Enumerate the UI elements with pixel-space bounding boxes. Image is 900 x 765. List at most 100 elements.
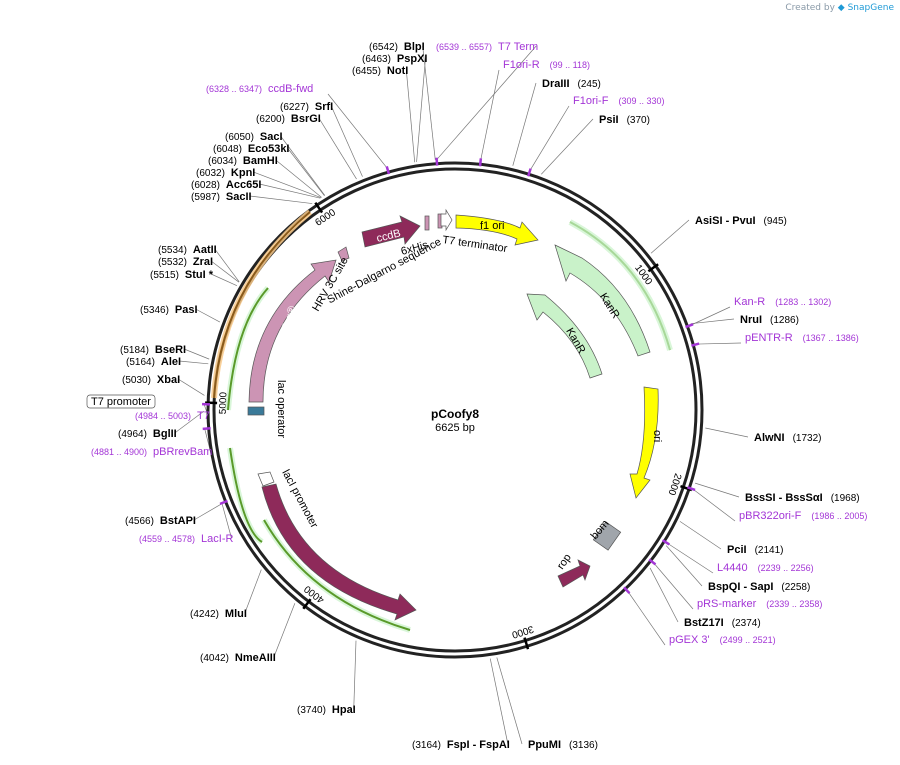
enzyme-site-l-11[interactable]: (5532)ZraI [158,256,213,268]
feature-kanr[interactable] [554,244,651,357]
enzyme-label[interactable]: (6048)Eco53kI [213,143,290,155]
enzyme-site-r-1[interactable]: NruI(1286) [740,314,799,326]
enzyme-label[interactable]: (5532)ZraI [158,256,213,268]
enzyme-site-l-7[interactable]: (5164)AleI [126,356,181,368]
enzyme-site-r-3[interactable]: BssSI - BssSαI(1968) [745,492,860,504]
enzyme-label[interactable]: (5515)StuI * [150,269,214,281]
enzyme-label[interactable]: (6034)BamHI [208,155,278,167]
primer-site-11[interactable]: (4984 .. 5003)T7 [135,410,210,422]
primer-site-0[interactable]: (6539 .. 6557)T7 Term [436,41,538,53]
enzyme-label[interactable]: (6032)KpnI [196,167,255,179]
enzyme-site-r-0[interactable]: AsiSI - PvuI(945) [695,215,787,227]
enzyme-site-l-4[interactable]: (4566)BstAPI [125,515,196,527]
enzyme-site-l-6[interactable]: (5030)XbaI [122,374,180,386]
feature-hrv-3c-site[interactable] [337,246,350,262]
primer-label[interactable]: pGEX 3'(2499 .. 2521) [669,634,776,646]
primer-site-5[interactable]: pBR322ori-F(1986 .. 2005) [739,510,867,522]
enzyme-label[interactable]: (6200)BsrGI [256,113,321,125]
primer-label[interactable]: (4881 .. 4900)pBRrevBam [91,446,212,458]
enzyme-site-l-10[interactable]: (5515)StuI * [150,269,214,281]
enzyme-site-r-5[interactable]: BspQI - SapI(2258) [708,581,810,593]
primer-label[interactable]: L4440(2239 .. 2256) [717,562,814,574]
enzyme-label[interactable]: (3164)FspI - FspAI [412,739,510,751]
feature-ori[interactable] [629,386,659,499]
feature-f1-ori[interactable] [455,214,539,246]
enzyme-site-r-9[interactable]: PsiI(370) [599,114,650,126]
primer-label[interactable]: F1ori-R(99 .. 118) [503,59,590,71]
enzyme-site-l-22[interactable]: (6463)PspXI [362,53,427,65]
enzyme-site-l-8[interactable]: (5184)BseRI [120,344,186,356]
feature-shine-dalgarno[interactable] [424,215,430,231]
primer-site-4[interactable]: pENTR-R(1367 .. 1386) [745,332,859,344]
primer-label[interactable]: (6539 .. 6557)T7 Term [436,41,538,53]
primer-site-6[interactable]: L4440(2239 .. 2256) [717,562,814,574]
enzyme-site-l-14[interactable]: (6028)Acc65I [191,179,261,191]
primer-label[interactable]: pBR322ori-F(1986 .. 2005) [739,510,867,522]
enzyme-label[interactable]: (6455)NotI [352,65,408,77]
enzyme-site-l-1[interactable]: (3740)HpaI [297,704,356,716]
enzyme-label[interactable]: (5346)PasI [140,304,198,316]
enzyme-label[interactable]: PpuMI(3136) [528,739,598,751]
enzyme-label[interactable]: BssSI - BssSαI(1968) [745,492,860,504]
feature-t7-terminator[interactable] [440,208,453,232]
enzyme-site-l-12[interactable]: (5534)AatII [158,244,217,256]
enzyme-site-r-6[interactable]: BstZ17I(2374) [684,617,761,629]
feature-halotag[interactable] [248,259,337,403]
feature-t7-promoter[interactable] [86,394,156,409]
enzyme-site-l-3[interactable]: (4242)MluI [190,608,247,620]
enzyme-site-r-2[interactable]: AlwNI(1732) [754,432,821,444]
primer-label[interactable]: pRS-marker(2339 .. 2358) [697,598,822,610]
enzyme-label[interactable]: BstZ17I(2374) [684,617,761,629]
enzyme-site-l-18[interactable]: (6050)SacI [225,131,283,143]
feature-lac-operator[interactable] [247,406,265,416]
enzyme-label[interactable]: (4042)NmeAIII [200,652,276,664]
enzyme-label[interactable]: (6463)PspXI [362,53,427,65]
feature-label-ccdb[interactable]: ccdB [375,227,402,245]
primer-label[interactable]: (6328 .. 6347)ccdB-fwd [206,83,313,95]
enzyme-label[interactable]: BspQI - SapI(2258) [708,581,810,593]
enzyme-site-l-15[interactable]: (6032)KpnI [196,167,255,179]
feature-kanr-2[interactable] [526,293,603,379]
enzyme-site-l-20[interactable]: (6227)SrfI [280,101,333,113]
primer-site-1[interactable]: F1ori-R(99 .. 118) [503,59,590,71]
enzyme-site-l-16[interactable]: (6034)BamHI [208,155,278,167]
feature-bom[interactable] [592,521,622,551]
primer-site-7[interactable]: pRS-marker(2339 .. 2358) [697,598,822,610]
enzyme-label[interactable]: (4566)BstAPI [125,515,196,527]
enzyme-label[interactable]: PciI(2141) [727,544,783,556]
primer-label[interactable]: (4559 .. 4578)LacI-R [139,533,234,545]
enzyme-site-l-0[interactable]: (3164)FspI - FspAI [412,739,510,751]
enzyme-label[interactable]: (6227)SrfI [280,101,333,113]
enzyme-label[interactable]: (5534)AatII [158,244,217,256]
enzyme-label[interactable]: (6542)BlpI [369,41,425,53]
feature-ccdb[interactable] [361,215,421,248]
primer-site-8[interactable]: pGEX 3'(2499 .. 2521) [669,634,776,646]
enzyme-site-l-9[interactable]: (5346)PasI [140,304,198,316]
enzyme-label[interactable]: (5030)XbaI [122,374,180,386]
enzyme-label[interactable]: (5184)BseRI [120,344,186,356]
primer-site-10[interactable]: (4881 .. 4900)pBRrevBam [91,446,212,458]
enzyme-label[interactable]: DraIII(245) [542,78,601,90]
enzyme-label[interactable]: (3740)HpaI [297,704,356,716]
enzyme-label[interactable]: PsiI(370) [599,114,650,126]
enzyme-site-r-4[interactable]: PciI(2141) [727,544,783,556]
enzyme-label[interactable]: AsiSI - PvuI(945) [695,215,787,227]
primer-site-2[interactable]: F1ori-F(309 .. 330) [573,95,664,107]
primer-site-3[interactable]: Kan-R(1283 .. 1302) [734,296,831,308]
feature-laci-promoter[interactable] [257,471,275,487]
enzyme-site-r-8[interactable]: DraIII(245) [542,78,601,90]
enzyme-label[interactable]: (5987)SacII [191,191,252,203]
primer-label[interactable]: F1ori-F(309 .. 330) [573,95,664,107]
primer-label[interactable]: pENTR-R(1367 .. 1386) [745,332,859,344]
primer-site-12[interactable]: (6328 .. 6347)ccdB-fwd [206,83,313,95]
enzyme-label[interactable]: (6050)SacI [225,131,283,143]
enzyme-site-l-2[interactable]: (4042)NmeAIII [200,652,276,664]
enzyme-site-l-19[interactable]: (6200)BsrGI [256,113,321,125]
enzyme-label[interactable]: AlwNI(1732) [754,432,821,444]
enzyme-label[interactable]: NruI(1286) [740,314,799,326]
enzyme-label[interactable]: (4242)MluI [190,608,247,620]
primer-label[interactable]: (4984 .. 5003)T7 [135,410,210,422]
enzyme-site-l-21[interactable]: (6455)NotI [352,65,408,77]
feature-rop[interactable] [557,559,591,588]
enzyme-site-l-13[interactable]: (5987)SacII [191,191,252,203]
